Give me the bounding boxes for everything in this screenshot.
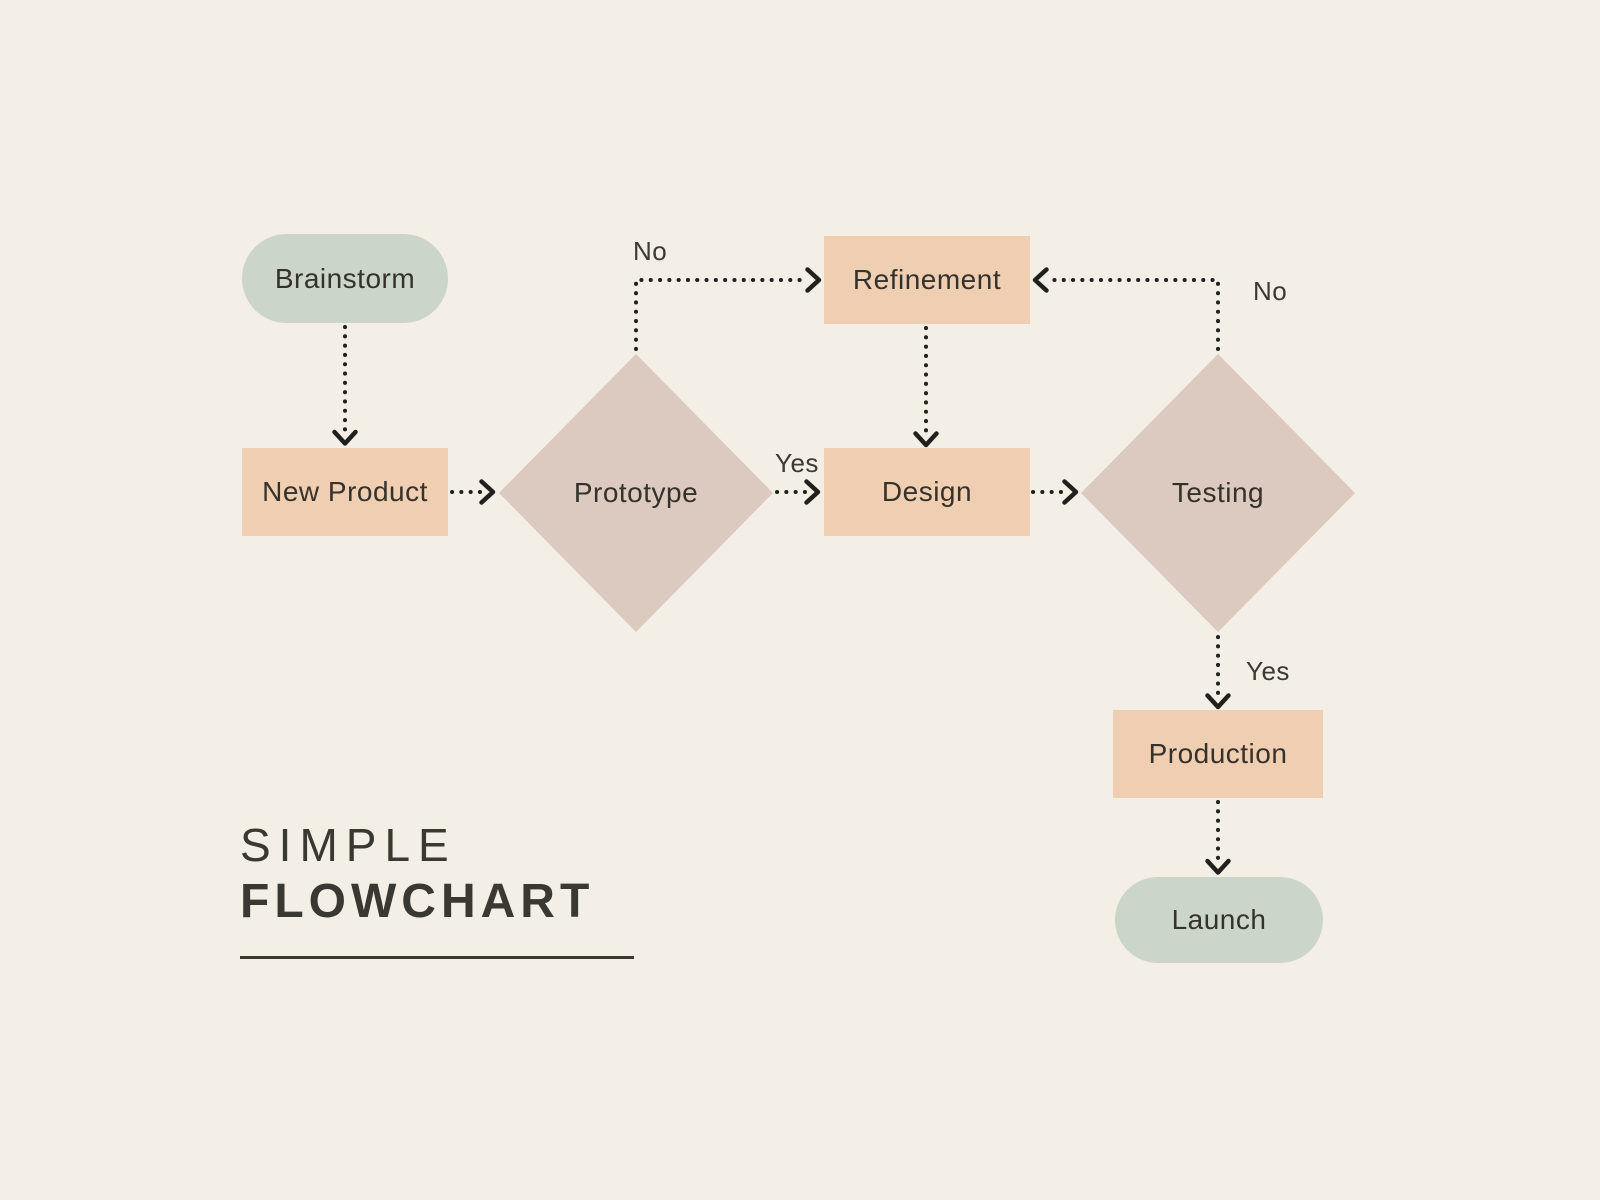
arrowhead-production-icon [1205, 693, 1231, 710]
edge-label-testing-yes: Yes [1246, 656, 1290, 686]
title-line-2: FLOWCHART [240, 875, 595, 928]
arrowhead-refinement-right-icon [1032, 267, 1049, 293]
arrowhead-design-top-icon [913, 431, 939, 448]
node-brainstorm: Brainstorm [242, 234, 448, 323]
title-underline [240, 956, 634, 959]
arrowhead-refinement-left-icon [805, 267, 822, 293]
edge-prototype-refinement [634, 278, 808, 351]
edge-testing-refinement [1045, 278, 1220, 351]
arrowhead-prototype-icon [479, 479, 496, 505]
arrowhead-newproduct-icon [332, 429, 358, 446]
arrowhead-testing-icon [1062, 479, 1079, 505]
node-production: Production [1113, 710, 1323, 798]
node-refinement: Refinement [824, 236, 1030, 324]
arrowhead-design-icon [804, 479, 821, 505]
node-new-product: New Product [242, 448, 448, 536]
edge-label-prototype-yes: Yes [775, 448, 819, 478]
edge-label-prototype-no: No [633, 236, 668, 266]
arrowhead-launch-icon [1205, 858, 1231, 875]
edge-label-testing-no: No [1253, 276, 1288, 306]
title-line-1: SIMPLE [240, 819, 457, 871]
node-design: Design [824, 448, 1030, 536]
node-launch: Launch [1115, 877, 1323, 963]
